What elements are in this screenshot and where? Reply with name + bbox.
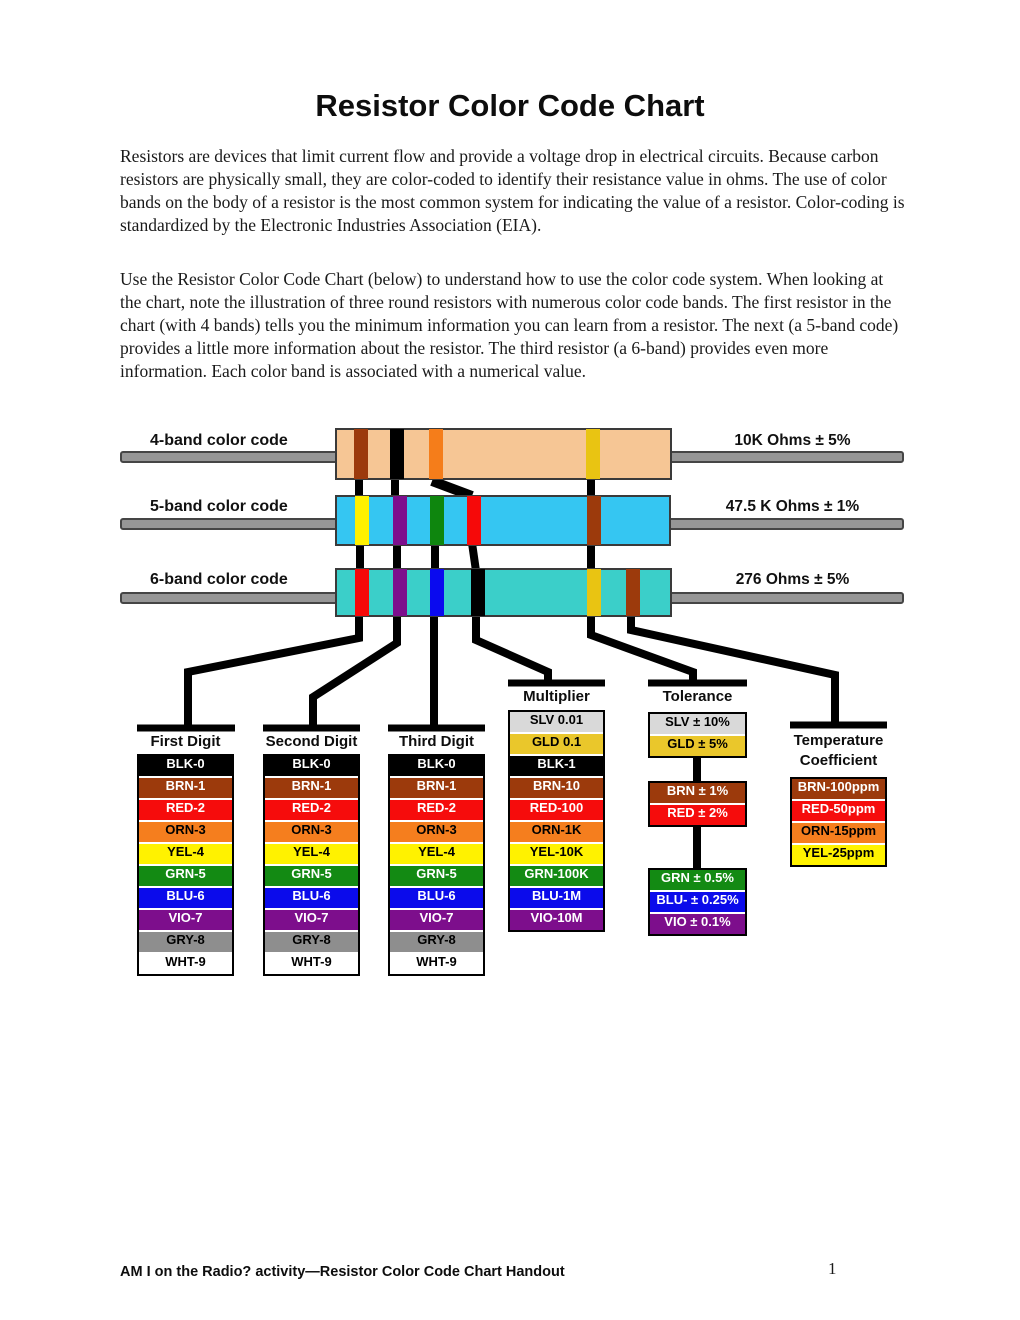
color-cell: VIO-7 xyxy=(390,910,483,932)
color-cell: VIO-10M xyxy=(510,910,603,930)
band-red xyxy=(467,496,481,545)
band-violet xyxy=(393,496,407,545)
resistor-5band-label: 5-band color code xyxy=(150,498,288,515)
table-second-digit: BLK-0 BRN-1 RED-2 ORN-3 YEL-4 GRN-5 BLU-… xyxy=(263,754,360,976)
band-gold xyxy=(587,569,601,616)
color-cell: ORN-1K xyxy=(510,822,603,844)
band-green xyxy=(430,496,444,545)
band-blue xyxy=(430,569,444,616)
color-cell: GRY-8 xyxy=(139,932,232,954)
color-cell: BRN-100ppm xyxy=(792,779,885,801)
color-cell: RED-2 xyxy=(139,800,232,822)
color-cell: YEL-4 xyxy=(265,844,358,866)
color-cell: ORN-3 xyxy=(390,822,483,844)
header-multiplier: Multiplier xyxy=(523,688,590,705)
color-cell: YEL-25ppm xyxy=(792,845,885,865)
band-gold xyxy=(586,429,600,479)
page-number: 1 xyxy=(828,1259,837,1278)
header-second-digit: Second Digit xyxy=(265,733,358,750)
color-cell: RED-2 xyxy=(265,800,358,822)
header-coefficient: Coefficient xyxy=(799,752,878,769)
color-cell: ORN-15ppm xyxy=(792,823,885,845)
color-cell: BRN-1 xyxy=(390,778,483,800)
color-cell: VIO-7 xyxy=(139,910,232,932)
color-cell: GRY-8 xyxy=(390,932,483,954)
color-cell: VIO ± 0.1% xyxy=(650,914,745,934)
color-cell: BRN-1 xyxy=(265,778,358,800)
table-tolerance-group-3: GRN ± 0.5% BLU- ± 0.25% VIO ± 0.1% xyxy=(648,868,747,936)
color-cell: BLU-6 xyxy=(265,888,358,910)
color-cell: ORN-3 xyxy=(265,822,358,844)
band-brown xyxy=(626,569,640,616)
color-cell: BLK-0 xyxy=(390,756,483,778)
band-brown xyxy=(587,496,601,545)
band-violet xyxy=(393,569,407,616)
band-black xyxy=(390,429,404,479)
color-cell: BLU-1M xyxy=(510,888,603,910)
header-third-digit: Third Digit xyxy=(399,733,474,750)
header-temperature: Temperature xyxy=(793,732,884,749)
resistor-color-code-diagram: 4-band color code 10K Ohms ± 5% 5-band c… xyxy=(120,425,910,985)
color-cell: GRY-8 xyxy=(265,932,358,954)
paragraph-usage: Use the Resistor Color Code Chart (below… xyxy=(120,269,899,381)
color-cell: YEL-4 xyxy=(390,844,483,866)
band-yellow xyxy=(355,496,369,545)
color-cell: BRN-1 xyxy=(139,778,232,800)
color-cell: RED-50ppm xyxy=(792,801,885,823)
color-cell: GRN-5 xyxy=(265,866,358,888)
resistor-4band-label: 4-band color code xyxy=(150,432,288,449)
table-first-digit: BLK-0 BRN-1 RED-2 ORN-3 YEL-4 GRN-5 BLU-… xyxy=(137,754,234,976)
color-cell: ORN-3 xyxy=(139,822,232,844)
paragraph-intro: Resistors are devices that limit current… xyxy=(120,146,905,235)
page-title: Resistor Color Code Chart xyxy=(315,88,705,123)
band-orange xyxy=(429,429,443,479)
table-tolerance-group-2: BRN ± 1% RED ± 2% xyxy=(648,781,747,827)
color-cell: SLV ± 10% xyxy=(650,714,745,736)
color-cell: SLV 0.01 xyxy=(510,712,603,734)
resistor-6band-body xyxy=(335,568,672,617)
color-cell: RED-100 xyxy=(510,800,603,822)
resistor-6band-label: 6-band color code xyxy=(150,571,288,588)
color-cell: BLU-6 xyxy=(139,888,232,910)
color-cell: YEL-10K xyxy=(510,844,603,866)
color-cell: BLK-0 xyxy=(265,756,358,778)
color-cell: GRN-5 xyxy=(390,866,483,888)
color-cell: BRN-10 xyxy=(510,778,603,800)
color-cell: YEL-4 xyxy=(139,844,232,866)
color-cell: RED-2 xyxy=(390,800,483,822)
table-multiplier: SLV 0.01 GLD 0.1 BLK-1 BRN-10 RED-100 OR… xyxy=(508,710,605,932)
footer-text: AM I on the Radio? activity—Resistor Col… xyxy=(120,1264,565,1280)
table-temperature-coefficient: BRN-100ppm RED-50ppm ORN-15ppm YEL-25ppm xyxy=(790,777,887,867)
resistor-6band-value: 276 Ohms ± 5% xyxy=(735,571,850,588)
color-cell: BLU-6 xyxy=(390,888,483,910)
color-cell: GRN-5 xyxy=(139,866,232,888)
header-first-digit: First Digit xyxy=(150,733,221,750)
color-cell: WHT-9 xyxy=(139,954,232,974)
color-cell: BLK-0 xyxy=(139,756,232,778)
connector-lines xyxy=(137,476,887,870)
color-cell: GRN-100K xyxy=(510,866,603,888)
color-cell: GLD ± 5% xyxy=(650,736,745,756)
color-cell: WHT-9 xyxy=(265,954,358,974)
resistor-5band-value: 47.5 K Ohms ± 1% xyxy=(725,498,860,515)
color-cell: BRN ± 1% xyxy=(650,783,745,805)
color-cell: BLU- ± 0.25% xyxy=(650,892,745,914)
header-tolerance: Tolerance xyxy=(662,688,733,705)
color-cell: BLK-1 xyxy=(510,756,603,778)
band-brown xyxy=(354,429,368,479)
table-tolerance-group-1: SLV ± 10% GLD ± 5% xyxy=(648,712,747,758)
color-cell: RED ± 2% xyxy=(650,805,745,825)
color-cell: VIO-7 xyxy=(265,910,358,932)
resistor-5band-body xyxy=(335,495,671,546)
resistor-4band-body xyxy=(335,428,672,480)
resistor-4band-value: 10K Ohms ± 5% xyxy=(734,432,851,449)
color-cell: GLD 0.1 xyxy=(510,734,603,756)
color-cell: GRN ± 0.5% xyxy=(650,870,745,892)
band-red xyxy=(355,569,369,616)
table-third-digit: BLK-0 BRN-1 RED-2 ORN-3 YEL-4 GRN-5 BLU-… xyxy=(388,754,485,976)
color-cell: WHT-9 xyxy=(390,954,483,974)
band-black xyxy=(471,569,485,616)
